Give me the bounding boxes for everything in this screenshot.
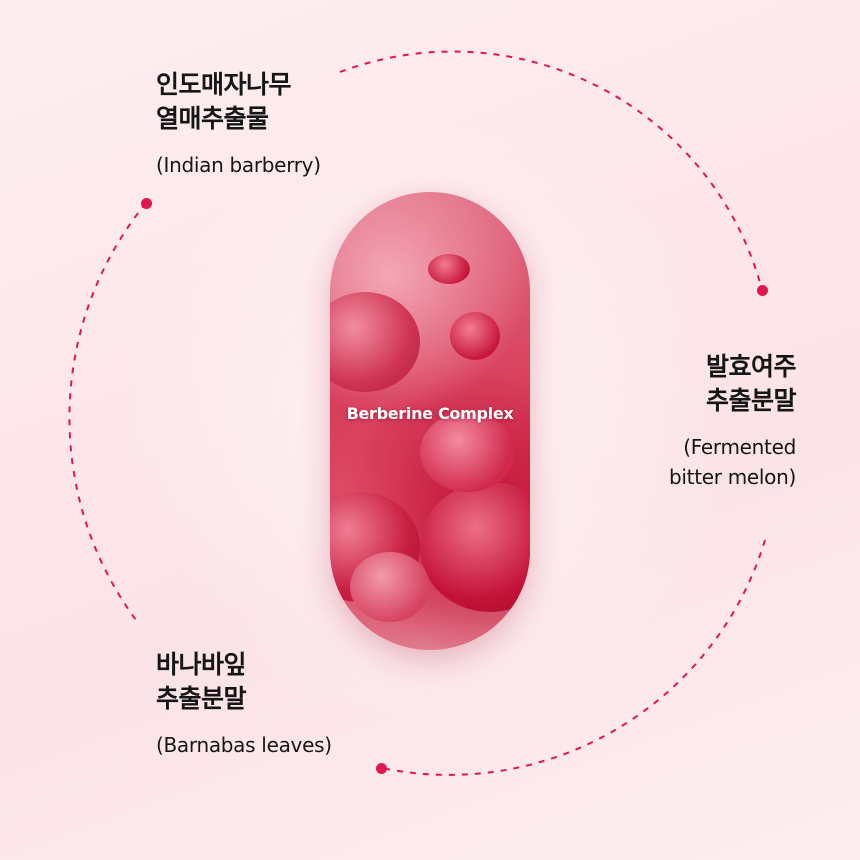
blood-cell: [450, 312, 500, 360]
ingredient-name-ko: 열매추출물: [156, 104, 269, 133]
ingredient-name-en: (Fermented: [683, 435, 796, 459]
ingredient-name-ko: 발효여주: [705, 352, 797, 381]
blood-cell: [428, 254, 470, 284]
orbit-arc-top: [339, 50, 763, 291]
orbit-arc-left: [68, 202, 147, 621]
ingredient-fermented-bitter-melon: 발효여주 추출분말 (Fermented bitter melon): [669, 350, 796, 492]
ingredient-name-ko: 추출분말: [705, 386, 797, 415]
blood-cell: [420, 412, 515, 492]
blood-cell: [420, 482, 530, 612]
ingredient-name-en: (Barnabas leaves): [156, 733, 332, 757]
ingredient-barnabas-leaves: 바나바잎 추출분말 (Barnabas leaves): [156, 648, 332, 760]
ingredient-name-ko: 추출분말: [156, 684, 247, 713]
orbit-arc-bottom: [381, 539, 766, 776]
orbit-dot-left: [141, 198, 152, 209]
ingredient-name-en: (Indian barberry): [156, 153, 321, 177]
orbit-dot-bottom: [376, 763, 387, 774]
ingredient-name-ko: 바나바잎: [156, 650, 247, 679]
blood-cell: [350, 552, 430, 622]
capsule-label: Berberine Complex: [346, 404, 514, 423]
ingredient-name-en: bitter melon): [669, 465, 796, 489]
ingredient-name-ko: 인도매자나무: [156, 70, 292, 99]
ingredient-indian-barberry: 인도매자나무 열매추출물 (Indian barberry): [156, 68, 321, 180]
blood-cell: [330, 292, 420, 392]
berberine-capsule: Berberine Complex: [330, 192, 530, 650]
orbit-dot-right: [757, 285, 768, 296]
